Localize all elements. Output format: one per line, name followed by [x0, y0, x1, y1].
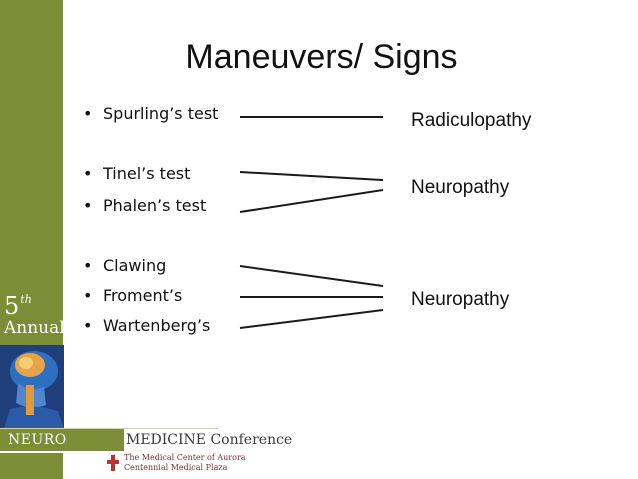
annual-number: 5	[4, 292, 20, 320]
sponsor-text: The Medical Center of Aurora Centennial …	[124, 453, 246, 473]
bullet-text: Froment’s	[103, 286, 183, 305]
bullet-marker: •	[83, 256, 93, 275]
annual-word: Annual	[4, 318, 65, 338]
annual-badge: 5th Annual	[4, 294, 65, 337]
bullet-text: Clawing	[103, 256, 167, 275]
hospital-logo-icon	[107, 455, 119, 471]
connector-line	[239, 265, 384, 287]
connector-line	[239, 189, 384, 213]
sponsor-line: The Medical Center of Aurora	[124, 453, 246, 462]
bullet-text: Spurling’s test	[103, 104, 219, 123]
connector-line	[239, 171, 384, 181]
result-label-neuropathy: Neuropathy	[411, 289, 510, 310]
bullet-text: Wartenberg’s	[103, 316, 211, 335]
result-label-radiculopathy: Radiculopathy	[411, 110, 532, 131]
bullet-marker: •	[83, 316, 93, 335]
slide-title: Maneuvers/ Signs	[185, 38, 458, 76]
conference-highlight: NEURO	[0, 429, 124, 451]
bullet-text: Tinel’s test	[103, 164, 191, 183]
bullet-marker: •	[83, 286, 93, 305]
bullet-marker: •	[83, 196, 93, 215]
bullet-item: • Clawing	[83, 256, 166, 275]
bullet-marker: •	[83, 164, 93, 183]
result-label-neuropathy: Neuropathy	[411, 177, 510, 198]
bullet-item: • Tinel’s test	[83, 164, 190, 183]
bullet-item: • Phalen’s test	[83, 196, 206, 215]
bullet-marker: •	[83, 104, 93, 123]
brain-illustration	[0, 345, 64, 429]
annual-suffix: th	[20, 293, 32, 306]
bullet-item: • Froment’s	[83, 286, 182, 305]
sponsor-line: Centennial Medical Plaza	[124, 463, 228, 472]
connector-line	[239, 309, 384, 329]
bullet-item: • Wartenberg’s	[83, 316, 210, 335]
bullet-text: Phalen’s test	[103, 196, 207, 215]
conference-name: MEDICINE Conference	[126, 432, 293, 448]
bullet-item: • Spurling’s test	[83, 104, 218, 123]
